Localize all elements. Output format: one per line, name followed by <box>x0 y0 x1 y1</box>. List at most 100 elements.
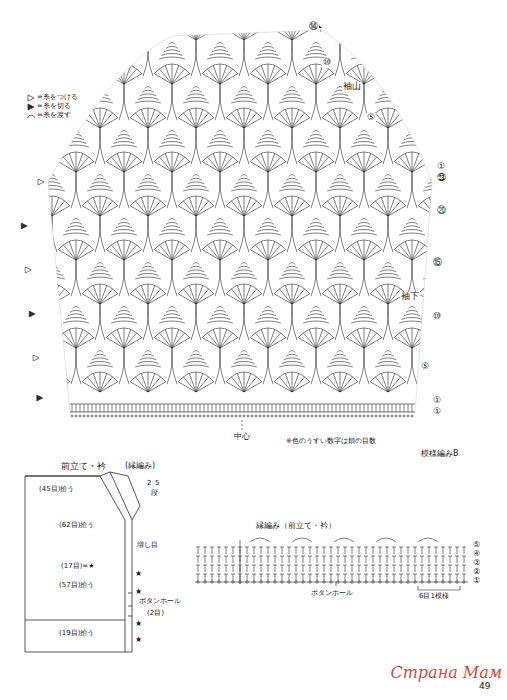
chart-label: (19目)拾う <box>58 630 95 638</box>
pineapple-motif <box>436 216 485 260</box>
pineapple-motif <box>268 0 317 40</box>
chart-label: ⑤ <box>472 541 481 550</box>
pineapple-motif <box>0 0 28 40</box>
pineapple-motif <box>4 304 53 348</box>
pineapple-motif <box>364 84 413 128</box>
pineapple-motif <box>316 348 365 392</box>
pineapple-motif <box>340 128 389 172</box>
pineapple-motif <box>124 260 173 304</box>
pineapple-motif <box>244 216 293 260</box>
pineapple-motif <box>76 84 125 128</box>
pineapple-motif <box>316 0 365 40</box>
pineapple-motif <box>388 128 437 172</box>
chart-label: 中心 <box>233 433 251 442</box>
pineapple-motif <box>4 40 53 84</box>
pineapple-motif <box>100 128 149 172</box>
pineapple-motif <box>220 260 269 304</box>
chart-label: ⑩ <box>322 58 332 68</box>
watermark: Страна Мам <box>389 664 503 682</box>
pineapple-motif <box>484 128 507 172</box>
pineapple-motif <box>52 304 101 348</box>
chart-label: 模様編みB <box>420 450 460 459</box>
pineapple-motif <box>436 304 485 348</box>
front-band-schematic <box>25 472 140 652</box>
legend-symbols <box>27 95 35 118</box>
pineapple-motif <box>484 304 507 348</box>
pineapple-motif <box>268 260 317 304</box>
pineapple-motif <box>100 304 149 348</box>
pineapple-motif <box>100 40 149 84</box>
legend-text: =糸を切る <box>37 103 71 111</box>
pineapple-motif <box>28 260 77 304</box>
chart-label: ⑩ <box>432 312 442 322</box>
legend-text: =糸をつける <box>37 94 78 102</box>
pineapple-motif <box>244 304 293 348</box>
pineapple-motif <box>196 40 245 84</box>
pineapple-motif <box>436 40 485 84</box>
pineapple-motif <box>148 304 197 348</box>
pineapple-motif <box>340 40 389 84</box>
pineapple-motif <box>148 128 197 172</box>
pineapple-motif <box>484 216 507 260</box>
pineapple-motif <box>0 348 28 392</box>
chart-label: (2目) <box>146 610 165 618</box>
pineapple-motif <box>292 304 341 348</box>
pineapple-motif <box>4 128 53 172</box>
pineapple-motif <box>316 172 365 216</box>
pineapple-motif <box>172 172 221 216</box>
chart-label: ⑳ <box>436 206 447 216</box>
chart-label: ④ <box>472 550 481 559</box>
pineapple-motif <box>220 84 269 128</box>
chart-label: ① <box>472 577 481 586</box>
chart-label: ※色のうすい数字は鎖の目数 <box>285 438 377 446</box>
pineapple-motif <box>124 84 173 128</box>
pineapple-motif <box>460 260 507 304</box>
chart-label: ① <box>432 396 442 406</box>
pineapple-motif <box>172 260 221 304</box>
pineapple-motif <box>460 348 507 392</box>
chart-label: ボタンホール <box>138 598 182 606</box>
chart-label: ★ <box>134 588 143 597</box>
pineapple-motif <box>196 304 245 348</box>
chart-label: (57目)拾う <box>58 582 95 590</box>
chart-label: (62目)拾う <box>58 522 95 530</box>
chart-label: ★ <box>134 636 143 645</box>
pineapple-motif <box>52 128 101 172</box>
pineapple-motif <box>412 84 461 128</box>
pineapple-motif <box>220 348 269 392</box>
pineapple-motif <box>244 40 293 84</box>
pineapple-motif <box>148 216 197 260</box>
pineapple-motif <box>172 0 221 40</box>
pineapple-motif <box>76 260 125 304</box>
pineapple-motif <box>100 216 149 260</box>
pineapple-motif <box>364 348 413 392</box>
chart-label: (縁編み) <box>124 462 156 471</box>
pineapple-motif <box>268 348 317 392</box>
chart-label: ボタンホール <box>310 590 354 598</box>
chart-label: 6目1模様 <box>418 593 450 601</box>
pineapple-motif <box>196 128 245 172</box>
pineapple-motif <box>52 216 101 260</box>
chart-label: ③ <box>472 559 481 568</box>
chart-label: ⑮ <box>432 258 443 268</box>
chart-label: 49 <box>478 682 491 692</box>
pineapple-motif <box>484 40 507 84</box>
pineapple-motif <box>28 172 77 216</box>
pineapple-motif <box>76 172 125 216</box>
edging-chart <box>195 538 468 590</box>
chart-label: ⑭ <box>308 22 319 32</box>
legend-text: =糸を渡す <box>37 112 71 120</box>
pineapple-motif <box>292 128 341 172</box>
pineapple-motif <box>76 0 125 40</box>
pineapple-motif <box>172 348 221 392</box>
chart-label: 前立て・衿 <box>60 462 107 472</box>
chart-label: ⑤ <box>420 362 430 372</box>
chart-label: (45目)拾う <box>38 486 75 494</box>
chart-label: 5 <box>154 480 160 488</box>
pineapple-motif <box>412 348 461 392</box>
chart-label: ⑤ <box>366 113 376 123</box>
pineapple-motif <box>292 40 341 84</box>
pineapple-motif <box>340 304 389 348</box>
pineapple-motif <box>364 172 413 216</box>
